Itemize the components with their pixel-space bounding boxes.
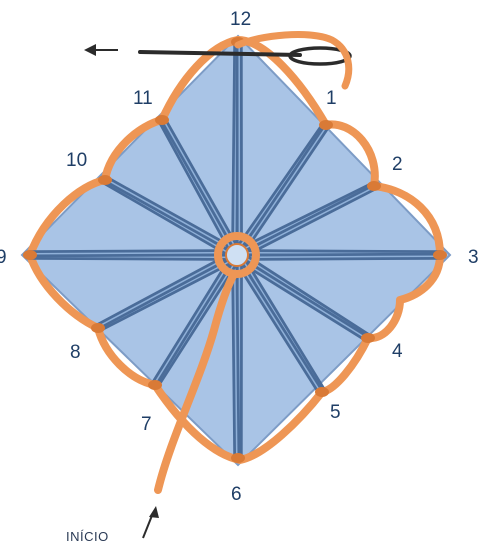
anchor-knot	[91, 323, 105, 333]
start-arrow-icon	[143, 506, 159, 538]
stitch-number-9: 9	[0, 247, 7, 268]
anchor-knot	[231, 453, 245, 463]
stitch-number-1: 1	[326, 88, 337, 109]
anchor-knot	[155, 115, 169, 125]
stitch-number-3: 3	[468, 247, 479, 268]
direction-arrow-left-icon	[84, 44, 118, 56]
stitch-number-8: 8	[70, 342, 81, 363]
stitch-number-12: 12	[230, 9, 251, 30]
stitch-number-11: 11	[133, 88, 153, 109]
anchor-knot	[367, 181, 381, 191]
anchor-knot	[361, 333, 375, 343]
start-label: INÍCIO	[66, 529, 109, 544]
stitch-number-10: 10	[66, 150, 87, 171]
center-ring-inner	[226, 244, 248, 266]
stitch-number-7: 7	[141, 414, 152, 435]
anchor-knot	[23, 250, 37, 260]
anchor-knot	[315, 387, 329, 397]
stitch-number-5: 5	[330, 402, 341, 423]
stitch-number-2: 2	[392, 154, 403, 175]
anchor-knot	[433, 250, 447, 260]
anchor-knot	[98, 175, 112, 185]
anchor-knot	[148, 380, 162, 390]
anchor-knot	[319, 120, 333, 130]
stitch-number-6: 6	[231, 484, 242, 505]
stitch-number-4: 4	[392, 341, 403, 362]
